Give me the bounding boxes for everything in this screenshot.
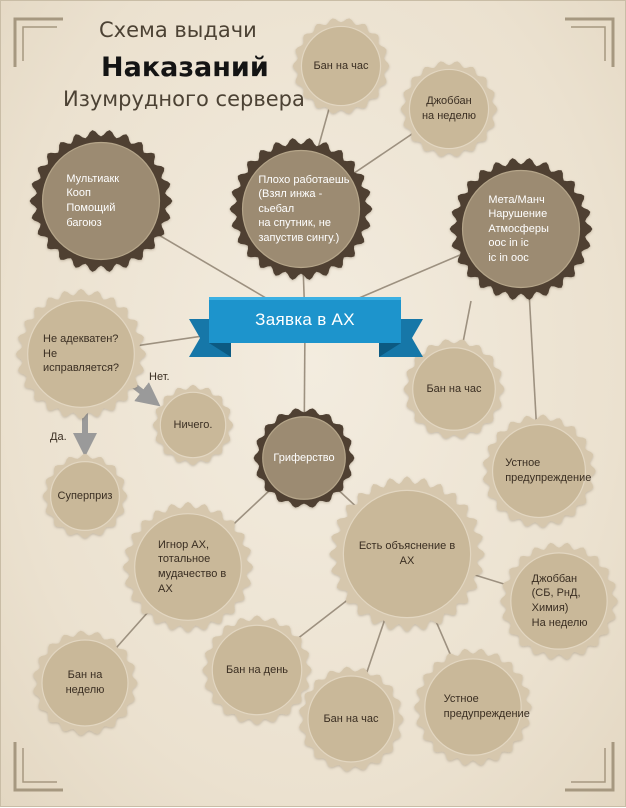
badge-inner [307,675,395,763]
node-oral-warning-right [482,414,596,528]
badge-inner [27,300,135,408]
corner-bracket [13,17,63,67]
node-ne-adekvaten [15,288,147,420]
node-multiacc [29,130,173,272]
banner-label: Заявка в АХ [255,310,355,329]
banner-ribbon [189,297,423,357]
corner-bracket [565,17,615,67]
badge-inner [134,513,242,621]
title-line-1: Схема выдачи [99,18,257,42]
badge-inner [510,552,608,650]
node-explanation [329,476,485,632]
corner-bracket [571,26,606,61]
node-nichego [152,384,234,466]
node-ban-day [202,615,312,725]
corner-bracket [565,742,615,792]
corner-bracket [13,742,63,792]
title-line-3: Изумрудного сервера [63,87,305,111]
badge-inner [424,658,522,756]
badge-inner [49,461,121,532]
badge-inner [408,68,490,150]
corner-bracket [571,748,606,783]
badge-inner [342,489,472,619]
badge-inner [159,391,227,459]
corner-bracket [22,748,57,783]
node-ban-week-bottom [33,630,138,736]
node-badges [15,18,618,772]
badge-inner [461,169,581,289]
node-ignor [122,501,254,633]
corner-brackets [13,17,615,792]
node-plokho [229,138,373,280]
node-jobban-week-right [500,542,618,660]
badge-inner [41,141,161,261]
badge-inner [262,416,346,500]
badge-inner [241,149,361,269]
badge-inner [211,624,303,716]
node-meta [449,158,593,300]
badge-inner [41,639,129,727]
node-ban-hour-right [403,339,505,439]
badge-inner [300,25,382,107]
node-ban-hour-top [292,18,390,114]
node-ban-hour-bottom [299,666,404,772]
corner-bracket [22,26,57,61]
title-line-2: Наказаний [101,52,269,83]
node-oral-warning-bottom [414,648,532,766]
branch-label-yes: Да. [50,431,67,443]
badge-inner [491,423,587,519]
badge-inner [412,347,496,431]
node-superpriz [42,453,128,539]
branch-label-no: Нет. [149,371,170,383]
node-jobban-week-top [400,61,498,157]
node-griferstvo [253,408,355,508]
